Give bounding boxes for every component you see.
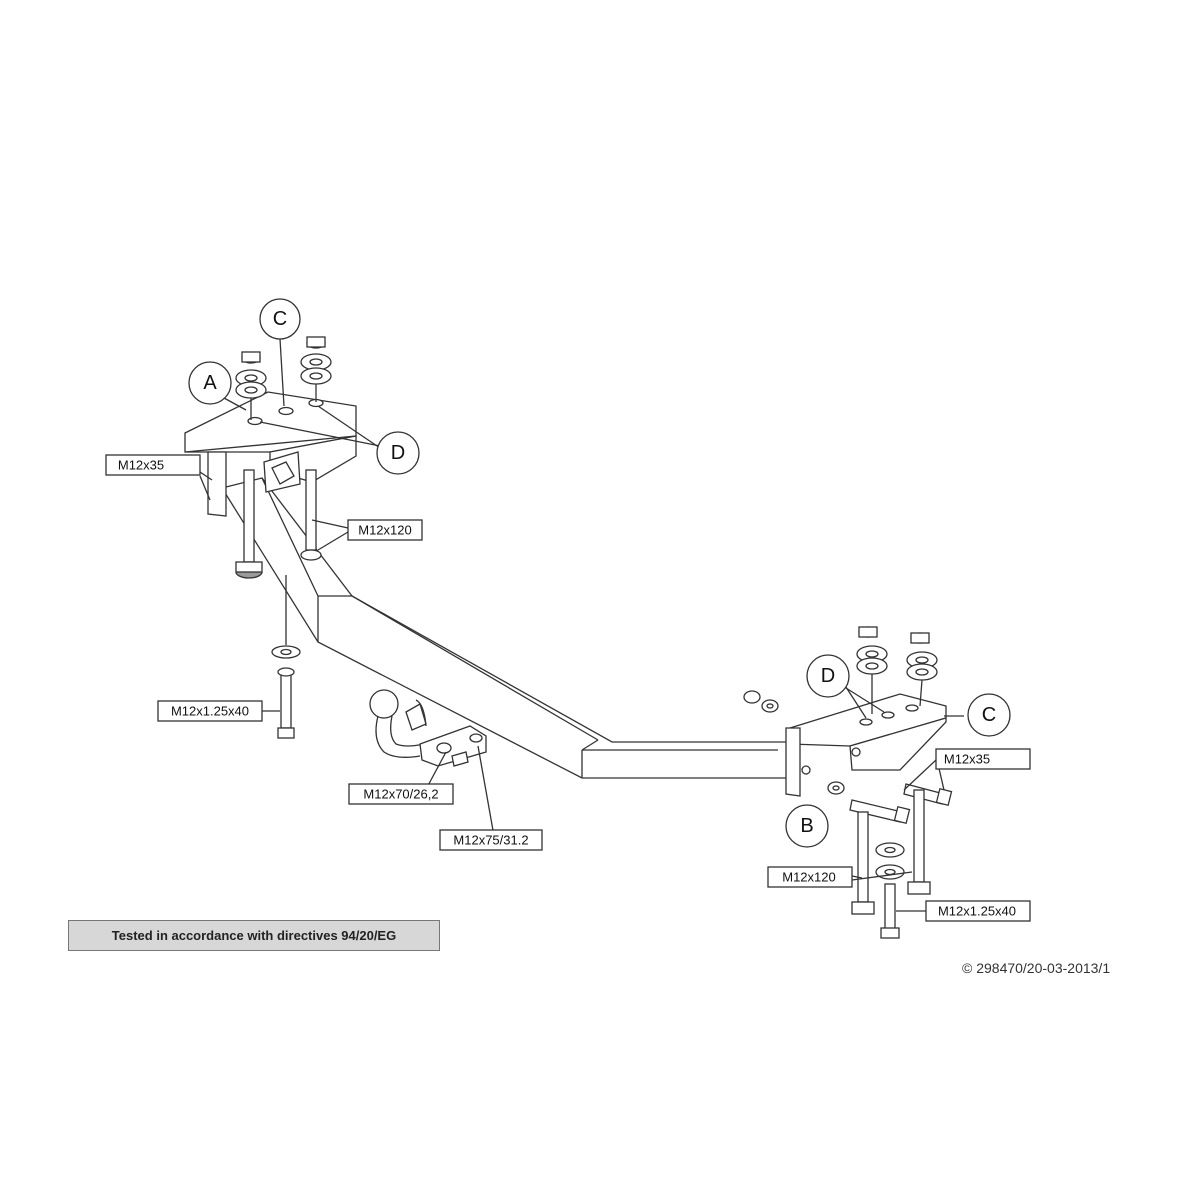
callout-d-top: D	[376, 431, 420, 475]
callout-c-right-letter: C	[982, 704, 996, 726]
callout-c-right: C	[967, 693, 1011, 737]
tow-ball-assembly	[369, 689, 487, 767]
callout-b: B	[785, 804, 829, 848]
callout-b-letter: B	[800, 815, 813, 837]
label-m12x120-left: M12x120	[347, 519, 423, 541]
label-m12x125x40-left-text: M12x1.25x40	[171, 704, 249, 719]
callout-d-top-letter: D	[391, 442, 405, 464]
callout-c-top: C	[259, 298, 301, 340]
label-m12x70-text: M12x70/26,2	[363, 787, 438, 802]
right-side-nuts	[743, 690, 845, 795]
left-fastener-stack-1	[235, 351, 267, 420]
callout-d-right: D	[806, 654, 850, 698]
label-m12x125x40-left: M12x1.25x40	[157, 700, 263, 722]
label-m12x75-text: M12x75/31.2	[453, 833, 528, 848]
label-m12x35-right: M12x35	[935, 748, 1031, 770]
label-m12x70: M12x70/26,2	[348, 783, 454, 805]
left-fastener-stack-2	[300, 336, 332, 402]
callout-c-top-letter: C	[273, 308, 287, 330]
callout-d-right-letter: D	[821, 665, 835, 687]
label-m12x120-right-text: M12x120	[782, 870, 835, 885]
label-m12x35-left-text: M12x35	[118, 458, 164, 473]
label-m12x75: M12x75/31.2	[439, 829, 543, 851]
left-bracket	[184, 391, 357, 517]
right-fastener-stack-2	[906, 632, 938, 707]
leader-lines	[199, 338, 964, 912]
copyright-note: © 298470/20-03-2013/1	[962, 960, 1111, 976]
label-m12x120-right: M12x120	[767, 866, 853, 888]
callout-a-letter: A	[203, 372, 217, 394]
label-m12x125x40-right: M12x1.25x40	[925, 900, 1031, 922]
label-m12x125x40-right-text: M12x1.25x40	[938, 904, 1016, 919]
left-bolts	[235, 469, 322, 579]
right-bracket	[785, 693, 947, 797]
label-m12x120-left-text: M12x120	[358, 523, 411, 538]
directive-banner: Tested in accordance with directives 94/…	[68, 920, 440, 951]
left-lower-bolt	[271, 575, 301, 739]
right-fastener-stack-1	[856, 626, 888, 714]
label-m12x35-right-text: M12x35	[944, 752, 990, 767]
callout-a: A	[188, 361, 232, 405]
label-m12x35-left: M12x35	[105, 454, 201, 476]
